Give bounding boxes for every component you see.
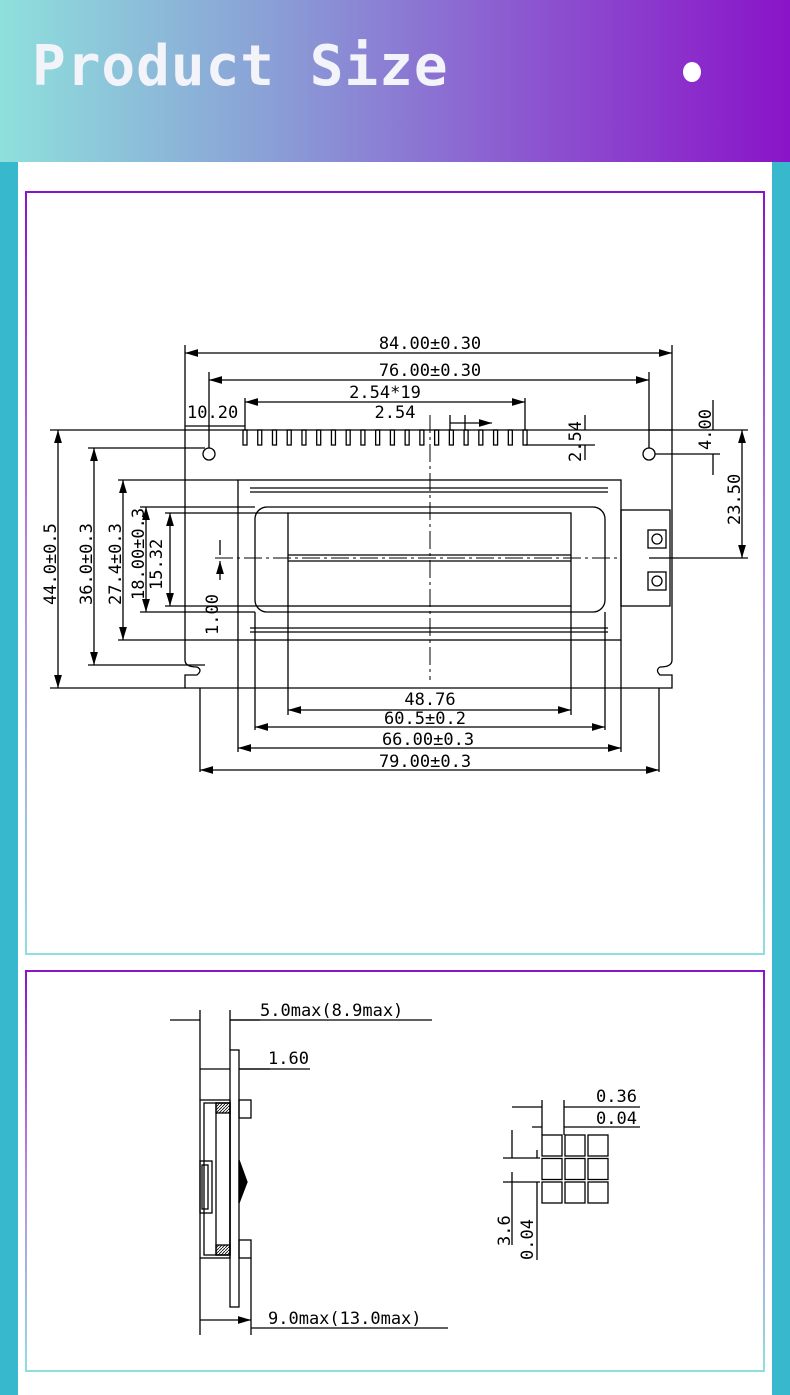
- hole-spacing-v-label: 36.0±0.3: [77, 523, 97, 605]
- right-side-strip: [772, 162, 790, 1395]
- pcb-outline: [184, 429, 673, 689]
- overall-width-label: 84.00±0.30: [379, 334, 481, 354]
- pcb-thickness-label: 1.60: [268, 1049, 309, 1069]
- bezel-width-label: 66.00±0.3: [382, 730, 474, 750]
- pixel-dot: [564, 1181, 586, 1204]
- dot-height-label: 3.6: [495, 1215, 515, 1246]
- pixel-dot: [587, 1181, 609, 1204]
- mount-hole-left: [202, 447, 216, 461]
- pin-offset-label: 10.20: [187, 403, 238, 423]
- pin: [316, 429, 322, 446]
- overall-height-label: 44.0±0.5: [41, 523, 61, 605]
- pixel-dot: [564, 1134, 586, 1157]
- pin: [257, 429, 263, 446]
- pin: [507, 429, 513, 446]
- view-area-width-label: 60.5±0.2: [384, 709, 466, 729]
- active-height-label: 15.32: [147, 539, 167, 590]
- pin: [522, 429, 528, 446]
- pixel-dot: [541, 1181, 563, 1204]
- side-view-labels: 5.0max(8.9max) 1.60 9.0max(13.0max): [260, 1001, 422, 1329]
- pixel-dot: [541, 1157, 563, 1181]
- side-view: [170, 1010, 448, 1335]
- front-view-labels: 84.00±0.30 76.00±0.30 2.54*19 2.54 10.20…: [41, 334, 745, 772]
- active-width-label: 48.76: [404, 690, 455, 710]
- pin: [375, 429, 381, 446]
- pin: [492, 429, 499, 446]
- mount-hole-right: [642, 447, 656, 461]
- dot-width-label: 0.36: [596, 1087, 637, 1107]
- dot-gap-v-label: 0.04: [518, 1219, 538, 1260]
- center-offset-label: 23.50: [725, 474, 745, 525]
- pin: [360, 429, 366, 446]
- pin: [448, 429, 455, 446]
- decorative-dot: [683, 62, 701, 82]
- pin: [345, 429, 351, 446]
- pin: [271, 429, 278, 446]
- pin: [433, 429, 440, 446]
- header-banner: Product Size: [0, 0, 790, 162]
- thickness-label: 5.0max(8.9max): [260, 1001, 403, 1021]
- dot-detail: [503, 1100, 640, 1260]
- bezel-height-label: 27.4±0.3: [106, 523, 126, 605]
- pin-header: [242, 429, 528, 446]
- pin: [404, 429, 410, 446]
- dot-gap-h-label: 0.04: [596, 1109, 637, 1129]
- hole-spacing-label: 76.00±0.30: [379, 361, 481, 381]
- pin-height-label: 2.54: [566, 421, 586, 462]
- pin: [389, 429, 396, 446]
- pixel-dot: [587, 1134, 609, 1157]
- total-depth-label: 9.0max(13.0max): [268, 1309, 422, 1329]
- left-side-strip: [0, 162, 18, 1395]
- pixel-dot: [541, 1134, 563, 1157]
- side-view-panel: [25, 970, 765, 1372]
- page-title: Product Size: [32, 34, 449, 99]
- pin: [330, 429, 337, 446]
- pin: [242, 429, 248, 446]
- pin-pitch-label: 2.54: [375, 403, 416, 423]
- view-area-height-label: 18.00±0.3: [129, 508, 149, 600]
- pixel-dot: [564, 1157, 586, 1181]
- hole-offset-label: 4.00: [696, 409, 716, 450]
- pcb-width-label: 79.00±0.3: [379, 752, 471, 772]
- pin-span-label: 2.54*19: [349, 383, 421, 403]
- gap-label: 1.00: [203, 594, 223, 635]
- pin: [286, 429, 292, 446]
- dot-detail-labels: 0.36 0.04 3.6 0.04: [495, 1087, 637, 1260]
- pin: [478, 429, 484, 446]
- front-view: [50, 345, 748, 774]
- pin: [463, 429, 469, 446]
- pin: [301, 429, 307, 446]
- pcb-edge: [229, 1049, 240, 1308]
- pixel-dot: [587, 1157, 609, 1181]
- pin: [419, 429, 425, 446]
